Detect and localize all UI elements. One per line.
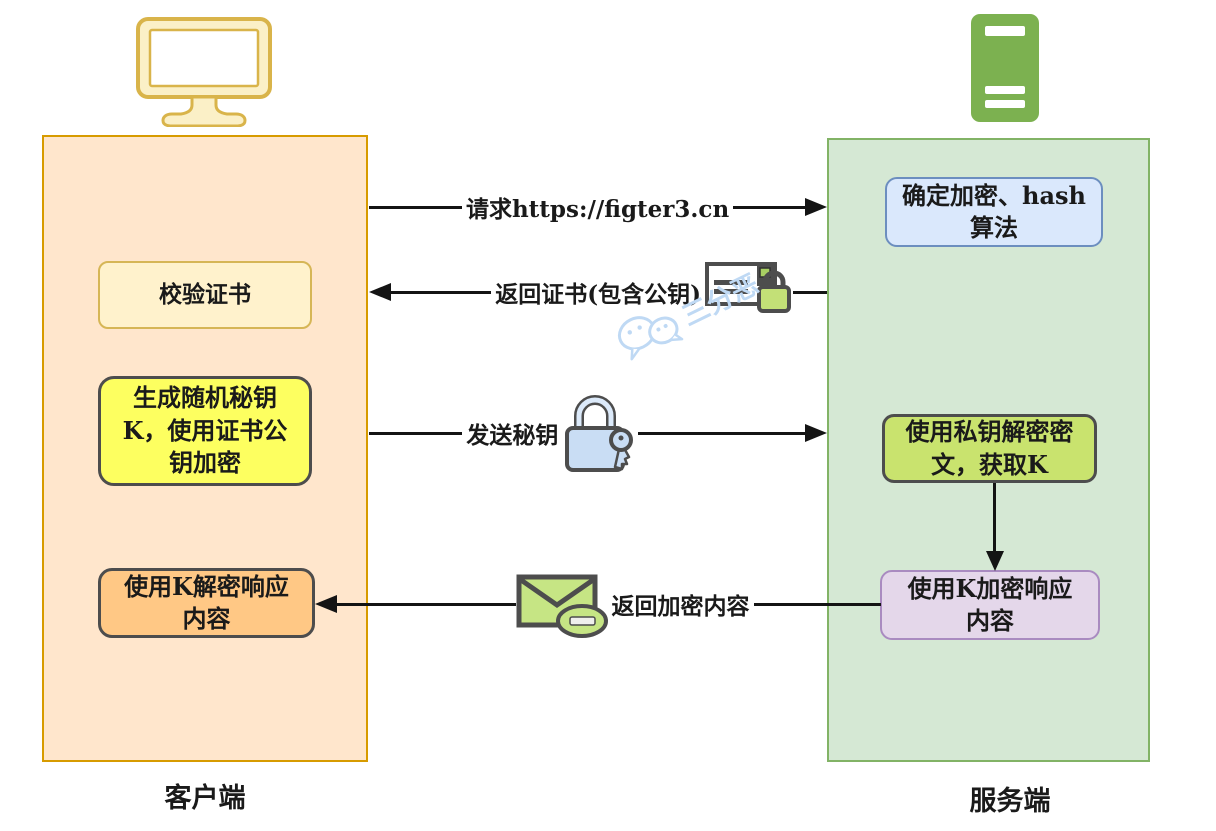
client-lane-label: 客户端	[164, 783, 246, 814]
envelope-encrypted-icon	[516, 574, 608, 638]
step-encrypt-response-with-k-label: 使用K加密响应 内容	[907, 573, 1073, 635]
arrowhead-down-icon	[986, 551, 1004, 571]
step-verify-certificate-label: 校验证书	[159, 281, 251, 309]
arrow-line	[753, 602, 881, 606]
step-generate-random-key-label: 生成随机秘钥 K，使用证书公 钥加密	[122, 383, 288, 478]
step-decrypt-key-with-private-key: 使用私钥解密密 文，获取K	[882, 414, 1097, 483]
message-request-label: 请求https://figter3.cn	[465, 196, 730, 223]
step-encrypt-response-with-k: 使用K加密响应 内容	[880, 570, 1100, 640]
step-decrypt-response-with-k-label: 使用K解密响应 内容	[124, 571, 289, 633]
arrow-line	[993, 483, 996, 553]
message-send-key-arrow: 发送秘钥	[369, 393, 827, 473]
server-step-flow-arrow	[986, 483, 1004, 571]
server-icon	[971, 14, 1039, 122]
step-choose-cipher-hash-label: 确定加密、hash 算法	[902, 180, 1086, 242]
arrow-line	[337, 602, 516, 606]
step-generate-random-key: 生成随机秘钥 K，使用证书公 钥加密	[98, 376, 312, 486]
step-verify-certificate: 校验证书	[98, 261, 312, 329]
arrowhead-right-icon	[805, 198, 827, 216]
step-choose-cipher-hash: 确定加密、hash 算法	[885, 177, 1103, 247]
message-return-encrypted-arrow: 返回加密内容	[315, 564, 881, 644]
message-return-encrypted-label: 返回加密内容	[611, 593, 750, 620]
message-request-arrow: 请求https://figter3.cn	[369, 167, 827, 247]
padlock-key-icon	[565, 395, 634, 472]
message-return-certificate-arrow: 返回证书(包含公钥)	[369, 252, 827, 332]
arrow-line	[369, 205, 462, 209]
certificate-lock-icon	[705, 262, 791, 313]
message-return-certificate-label: 返回证书(包含公钥)	[495, 281, 701, 308]
step-decrypt-key-with-private-key-label: 使用私钥解密密 文，获取K	[905, 417, 1074, 479]
message-send-key-label: 发送秘钥	[466, 422, 559, 449]
arrow-line	[733, 205, 805, 209]
monitor-icon	[136, 17, 272, 127]
arrow-line	[369, 431, 463, 435]
arrowhead-right-icon	[805, 424, 827, 442]
server-lane-label: 服务端	[969, 786, 1051, 817]
arrow-line	[793, 290, 827, 294]
arrow-line	[638, 431, 805, 435]
arrow-line	[391, 290, 492, 294]
step-decrypt-response-with-k: 使用K解密响应 内容	[98, 568, 315, 638]
arrowhead-left-icon	[315, 595, 337, 613]
arrowhead-left-icon	[369, 283, 391, 301]
